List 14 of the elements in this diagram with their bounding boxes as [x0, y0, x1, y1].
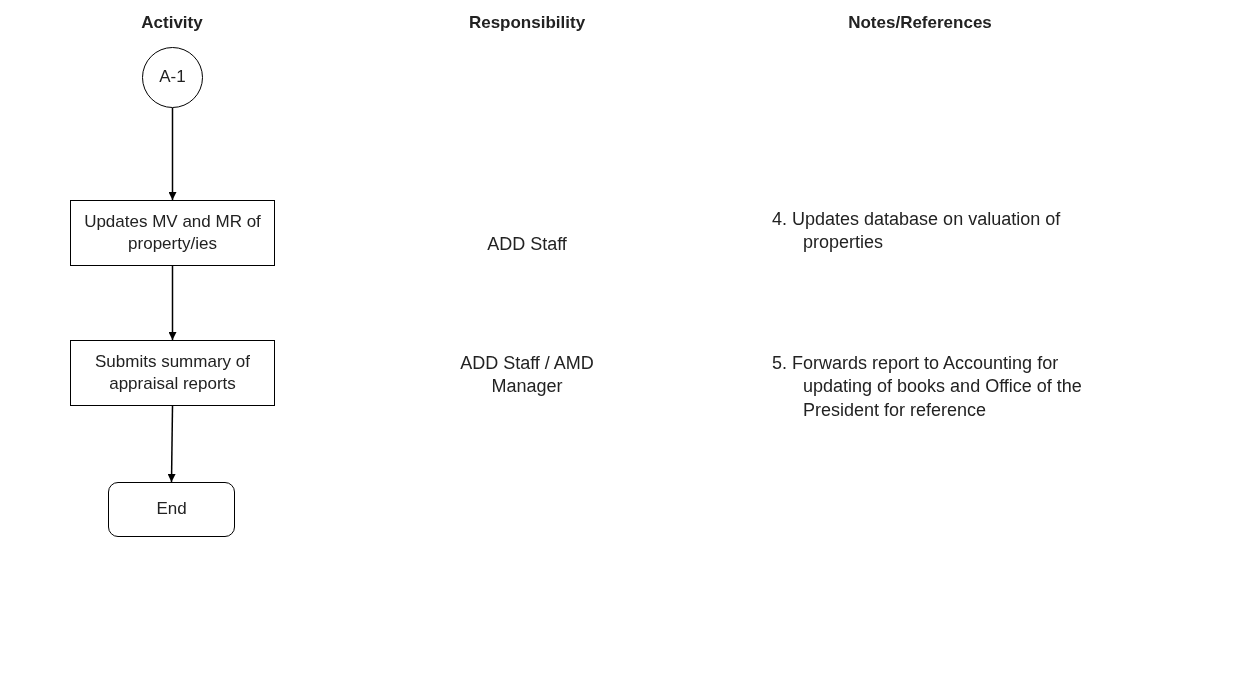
- column-header: Activity: [140, 12, 204, 34]
- arrow: [168, 265, 177, 341]
- connector-circle: A-1: [142, 47, 203, 108]
- terminator-box: End: [108, 482, 235, 537]
- arrow: [168, 107, 177, 201]
- column-header: Notes/References: [847, 12, 993, 34]
- responsibility-text: ADD Staff / AMD Manager: [459, 352, 595, 399]
- process-box: Updates MV and MR of property/ies: [70, 200, 275, 266]
- numbered-note: 5. Forwards report to Accounting for updating of books and Office of the President for reference: [772, 352, 1083, 422]
- numbered-note: 4. Updates database on valuation of properties: [772, 208, 1062, 255]
- arrow: [167, 405, 176, 483]
- column-header: Responsibility: [467, 12, 587, 34]
- process-box: Submits summary of appraisal reports: [70, 340, 275, 406]
- responsibility-text: ADD Staff: [486, 233, 568, 256]
